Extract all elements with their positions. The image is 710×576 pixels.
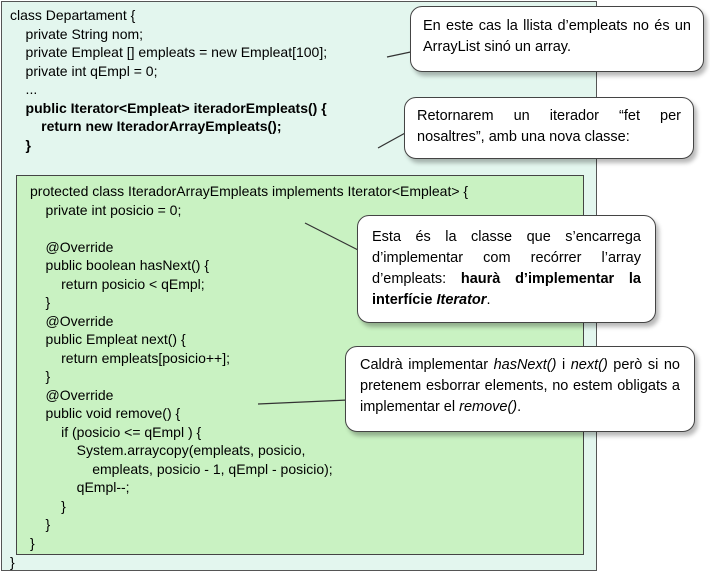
code-line: } [10, 136, 32, 153]
callout-italic-text: next() [570, 357, 608, 373]
code-line: class Departament { [10, 7, 136, 23]
callout-array-note: En este cas la llista d’empleats no és u… [410, 6, 704, 72]
callout-text: . [486, 292, 491, 308]
code-line: } [30, 368, 51, 384]
code-line: private int posicio = 0; [30, 201, 182, 218]
callout-bold-italic-text: Iterator [436, 292, 487, 308]
code-line: @Override [30, 238, 114, 255]
leader-line-4 [257, 399, 349, 405]
leader-line-2 [377, 131, 408, 149]
code-line: private Empleat [] empleats = new Emplea… [10, 44, 328, 60]
callout-text: i [556, 357, 571, 373]
code-line: @Override [30, 312, 114, 329]
code-line: empleats, posicio - 1, qEmpl - posicio); [30, 460, 333, 477]
callout-class-note: Esta és la classe que s’encarrega d’impl… [357, 215, 656, 323]
code-line: if (posicio <= qEmpl ) { [30, 423, 202, 440]
callout-text: . [517, 399, 522, 415]
code-line: public boolean hasNext() { [30, 257, 209, 273]
callout-iterator-note: Retornarem un iterador “fet per nosaltre… [404, 97, 694, 159]
callout-italic-text: hasNext() [493, 357, 557, 373]
code-line: } [30, 534, 35, 551]
departament-code-close: } [10, 553, 15, 572]
departament-code: class Departament { private String nom; … [10, 6, 327, 154]
callout-text: Caldrà implementar [360, 357, 494, 373]
leader-line-3 [304, 222, 363, 253]
code-line: ... [10, 81, 38, 97]
code-line: public Empleat next() { [30, 331, 186, 347]
code-line: @Override [30, 386, 114, 403]
code-line: } [30, 516, 51, 532]
callout-italic-text: remove() [459, 399, 518, 415]
iterador-code: protected class IteradorArrayEmpleats im… [30, 182, 468, 552]
code-line: public void remove() { [30, 405, 181, 421]
code-line: } [30, 497, 66, 514]
callout-text: En este cas la llista d’empleats no és u… [423, 18, 691, 55]
code-line: public Iterator<Empleat> iteradorEmpleat… [10, 99, 327, 116]
code-line: return posicio < qEmpl; [30, 275, 205, 292]
code-line: return new IteradorArrayEmpleats(); [10, 118, 282, 134]
callout-bold-text: haurà d’implementar la interfície [372, 271, 641, 308]
callout-text: Retornarem un iterador “fet per nosaltre… [417, 108, 681, 145]
code-line: return empleats[posicio++]; [30, 349, 230, 366]
code-line: private int qEmpl = 0; [10, 62, 158, 79]
code-line: private String nom; [10, 25, 144, 42]
code-line: } [30, 294, 51, 310]
code-line: qEmpl--; [30, 479, 130, 495]
callout-text: Esta és la classe que s’encarrega d’impl… [372, 229, 641, 287]
code-line: System.arraycopy(empleats, posicio, [30, 442, 306, 458]
callout-text: però si no pretenem esborrar elements, n… [360, 357, 680, 415]
callout-remove-note: Caldrà implementar hasNext() i next() pe… [345, 346, 695, 432]
code-line: } [10, 554, 15, 570]
code-line: protected class IteradorArrayEmpleats im… [30, 183, 469, 199]
